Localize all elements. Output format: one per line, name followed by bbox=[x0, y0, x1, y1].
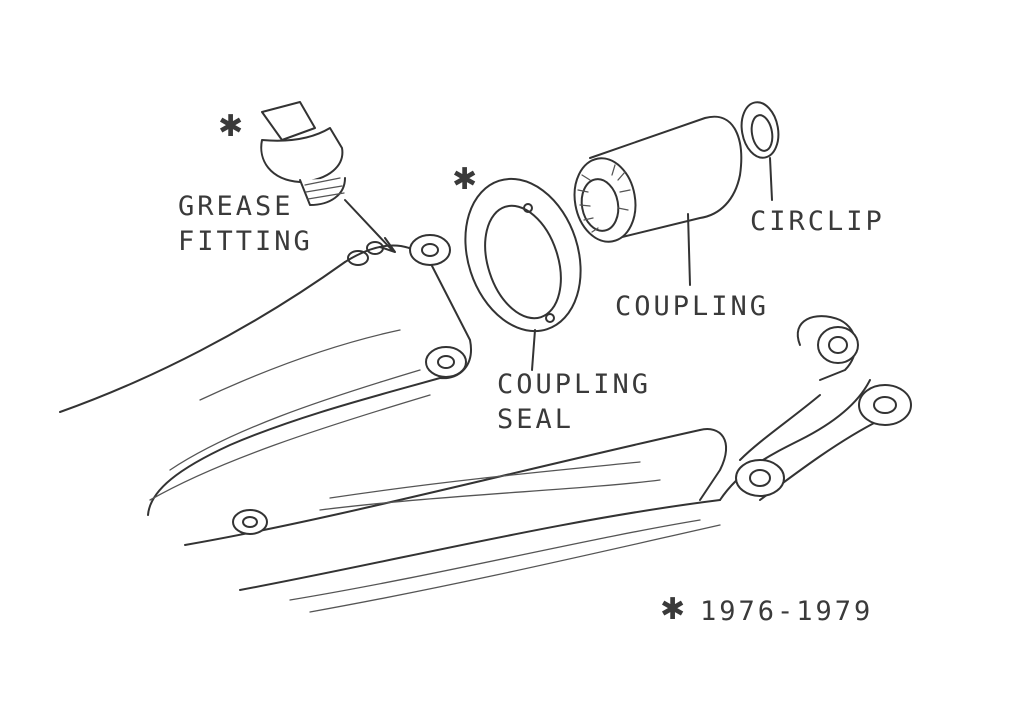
label-circlip: CIRCLIP bbox=[750, 206, 885, 237]
label-seal-line1: COUPLING bbox=[497, 369, 652, 400]
rear-fork-arm bbox=[184, 428, 727, 613]
coupling-part bbox=[573, 115, 743, 286]
label-grease-line2: FITTING bbox=[178, 226, 313, 257]
circlip-part bbox=[740, 101, 780, 201]
swing-arm bbox=[59, 234, 472, 516]
footnote-years: 1976-1979 bbox=[700, 596, 874, 627]
label-seal-line2: SEAL bbox=[497, 404, 575, 435]
asterisk-marker-grease: ✱ bbox=[218, 109, 244, 144]
asterisk-marker-footnote: ✱ bbox=[660, 592, 686, 627]
asterisk-marker-seal: ✱ bbox=[452, 162, 478, 197]
label-grease-line1: GREASE bbox=[178, 191, 294, 222]
coupling-seal-part bbox=[464, 177, 582, 371]
grease-fitting-part bbox=[260, 101, 396, 253]
suspension-linkage bbox=[719, 315, 912, 501]
label-coupling: COUPLING bbox=[615, 291, 770, 322]
